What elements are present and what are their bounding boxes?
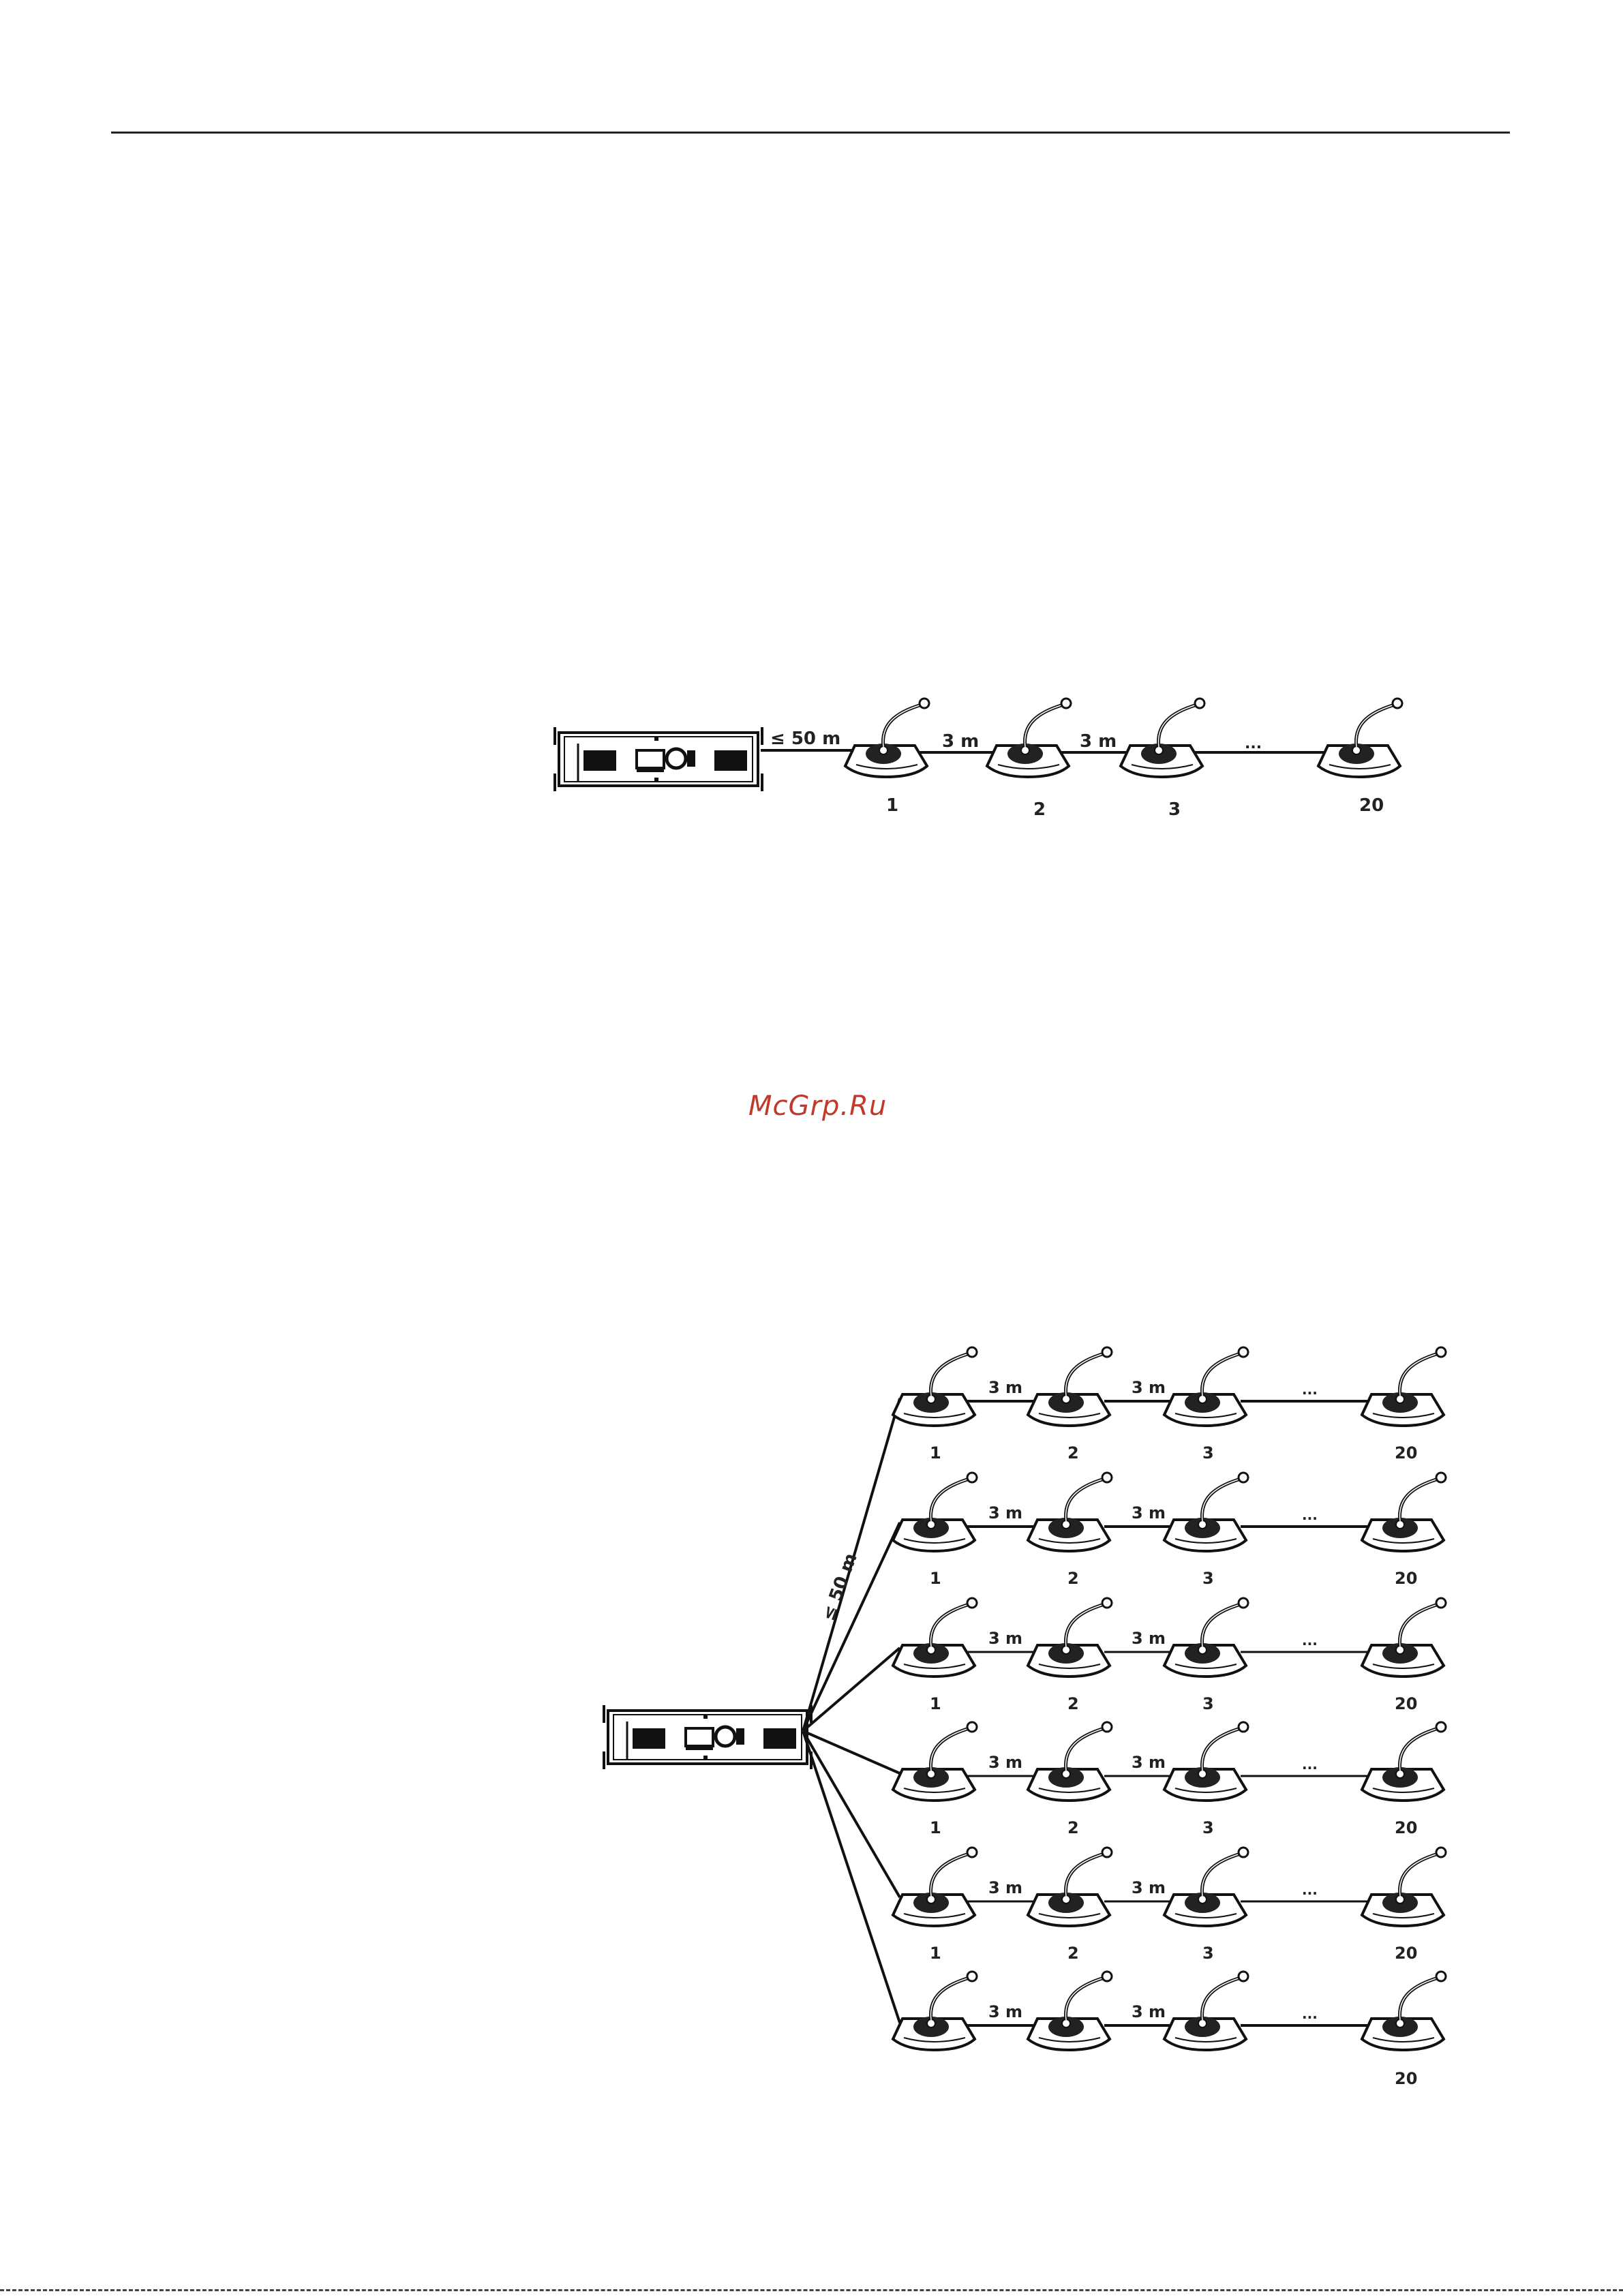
unit-number: 3 <box>1202 1443 1214 1463</box>
delegate-unit-1 <box>845 699 929 777</box>
unit-number: 3 <box>1168 799 1181 820</box>
unit-number: 2 <box>1067 1694 1079 1713</box>
chain-row-5: 3 m 3 m ... 1 2 3 20 <box>893 1848 1446 1963</box>
link-label: 3 m <box>1132 1878 1166 1897</box>
multi-chain-diagram: ≤ 50 m 3 m 3 m ... 1 2 3 20 3 m 3 m ... … <box>604 1347 1446 2088</box>
link-label: 3 m <box>942 731 979 752</box>
central-unit-1 <box>555 727 762 791</box>
link-label: 3 m <box>1132 1629 1166 1648</box>
single-chain-diagram: ≤ 50 m 3 m 3 m ... 1 2 3 20 <box>555 699 1402 820</box>
link-label: 3 m <box>1132 1378 1166 1397</box>
unit-number: 1 <box>930 1443 941 1463</box>
main-cable-label: ≤ 50 m <box>818 1550 861 1623</box>
unit-number: 1 <box>930 1694 941 1713</box>
link-label: 3 m <box>1132 2002 1166 2021</box>
unit-number: 1 <box>930 1569 941 1588</box>
ellipsis-label: ... <box>1302 1632 1318 1649</box>
link-label: 3 m <box>988 1503 1022 1522</box>
delegate-unit-3 <box>1121 699 1204 777</box>
unit-number: 3 <box>1202 1694 1214 1713</box>
unit-number: 20 <box>1359 795 1384 816</box>
ellipsis-label: ... <box>1302 2006 1318 2022</box>
unit-number: 2 <box>1067 1569 1079 1588</box>
unit-number: 1 <box>930 1944 941 1963</box>
link-label: 3 m <box>988 2002 1022 2021</box>
main-cable-label: ≤ 50 m <box>770 729 840 749</box>
ellipsis-label: ... <box>1302 1507 1318 1523</box>
unit-number: 3 <box>1202 1818 1214 1837</box>
unit-number: 2 <box>1033 799 1046 820</box>
unit-number: 20 <box>1395 1443 1417 1463</box>
link-label: 3 m <box>1080 731 1117 752</box>
unit-number: 20 <box>1395 1944 1417 1963</box>
ellipsis-label: ... <box>1302 1756 1318 1773</box>
unit-number: 20 <box>1395 2069 1417 2088</box>
unit-number: 1 <box>886 795 898 816</box>
ellipsis-label: ... <box>1302 1882 1318 1898</box>
link-label: 3 m <box>988 1753 1022 1772</box>
link-label: 3 m <box>1132 1753 1166 1772</box>
central-unit-2 <box>604 1705 811 1769</box>
delegate-unit-2 <box>987 699 1071 777</box>
fan-cables <box>803 1398 900 2023</box>
unit-number: 3 <box>1202 1569 1214 1588</box>
chain-row-2: 3 m 3 m ... 1 2 3 20 <box>893 1473 1446 1588</box>
chain-row-1: 3 m 3 m ... 1 2 3 20 <box>893 1347 1446 1463</box>
ellipsis-label: ... <box>1245 735 1262 752</box>
unit-number: 1 <box>930 1818 941 1837</box>
link-label: 3 m <box>1132 1503 1166 1522</box>
link-label: 3 m <box>988 1378 1022 1397</box>
unit-number: 2 <box>1067 1944 1079 1963</box>
unit-number: 3 <box>1202 1944 1214 1963</box>
chain-row-6: 3 m 3 m ... 20 <box>893 1972 1446 2088</box>
unit-number: 20 <box>1395 1818 1417 1837</box>
link-label: 3 m <box>988 1878 1022 1897</box>
ellipsis-label: ... <box>1302 1381 1318 1398</box>
chain-row-3: 3 m 3 m ... 1 2 3 20 <box>893 1598 1446 1713</box>
delegate-unit-20 <box>1318 699 1402 777</box>
link-label: 3 m <box>988 1629 1022 1648</box>
unit-number: 20 <box>1395 1694 1417 1713</box>
unit-number: 2 <box>1067 1443 1079 1463</box>
unit-number: 2 <box>1067 1818 1079 1837</box>
chain-row-4: 3 m 3 m ... 1 2 3 20 <box>893 1722 1446 1837</box>
unit-number: 20 <box>1395 1569 1417 1588</box>
